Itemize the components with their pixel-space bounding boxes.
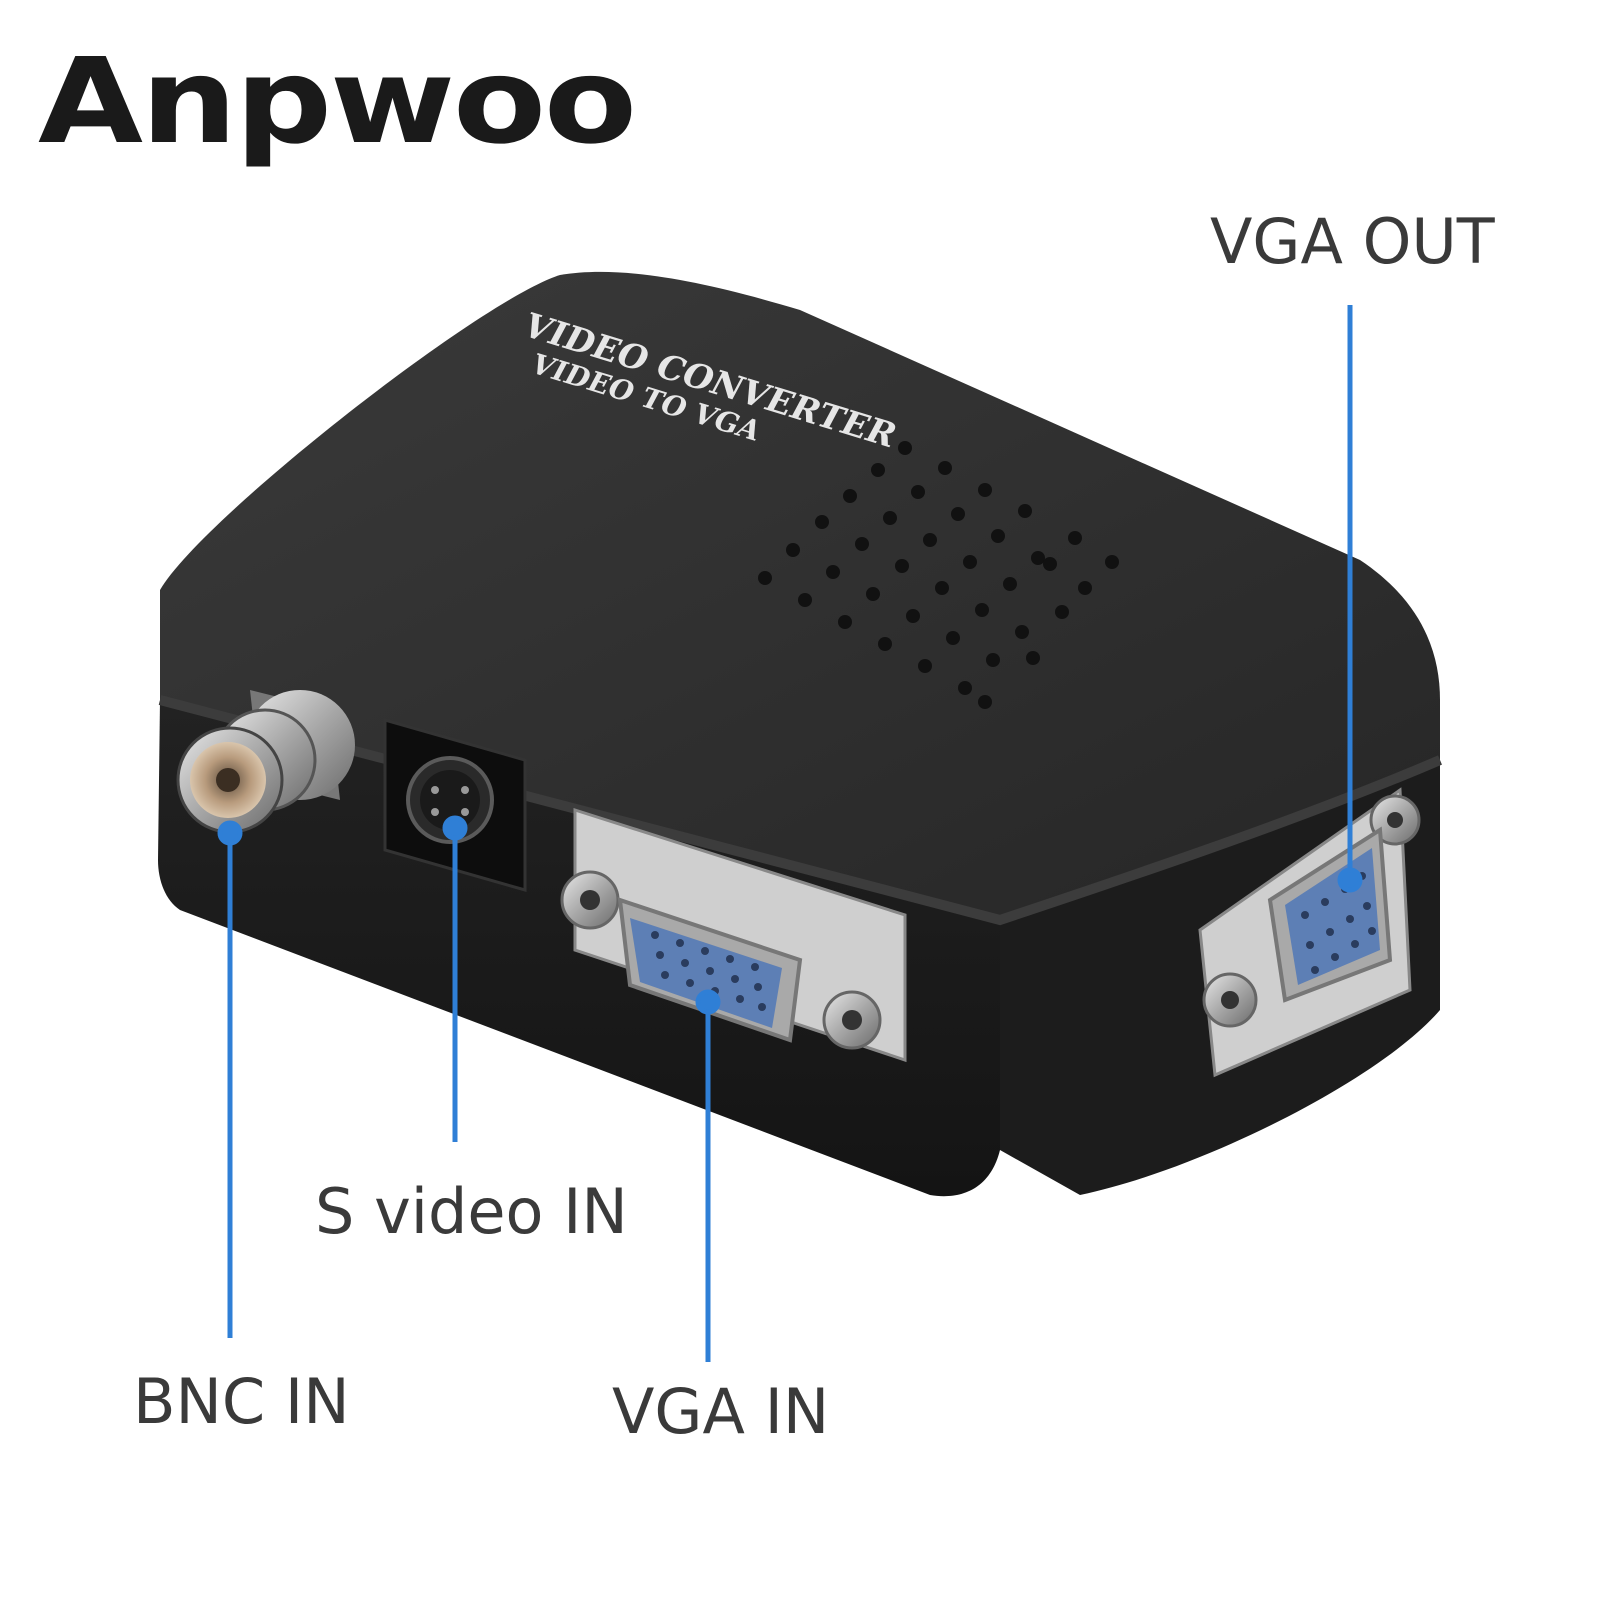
- vga-out-label: VGA OUT: [1210, 205, 1495, 278]
- callout-dot-vga-out: [1337, 867, 1363, 893]
- svideo-port: [383, 718, 527, 892]
- bnc-connector: [176, 690, 355, 834]
- vga-out-port: [1198, 787, 1421, 1078]
- bnc-in-label: BNC IN: [133, 1365, 350, 1438]
- callout-dot-bnc: [217, 820, 243, 846]
- vga-in-label: VGA IN: [612, 1375, 830, 1448]
- vga-in-port: [560, 807, 907, 1063]
- vent-holes: [758, 441, 1119, 709]
- svideo-in-label: S video IN: [315, 1175, 628, 1248]
- callout-dot-svideo: [442, 815, 468, 841]
- callout-lines: [217, 305, 1363, 1362]
- callout-dot-vga-in: [695, 989, 721, 1015]
- brand-logo: Anpwoo: [38, 32, 637, 170]
